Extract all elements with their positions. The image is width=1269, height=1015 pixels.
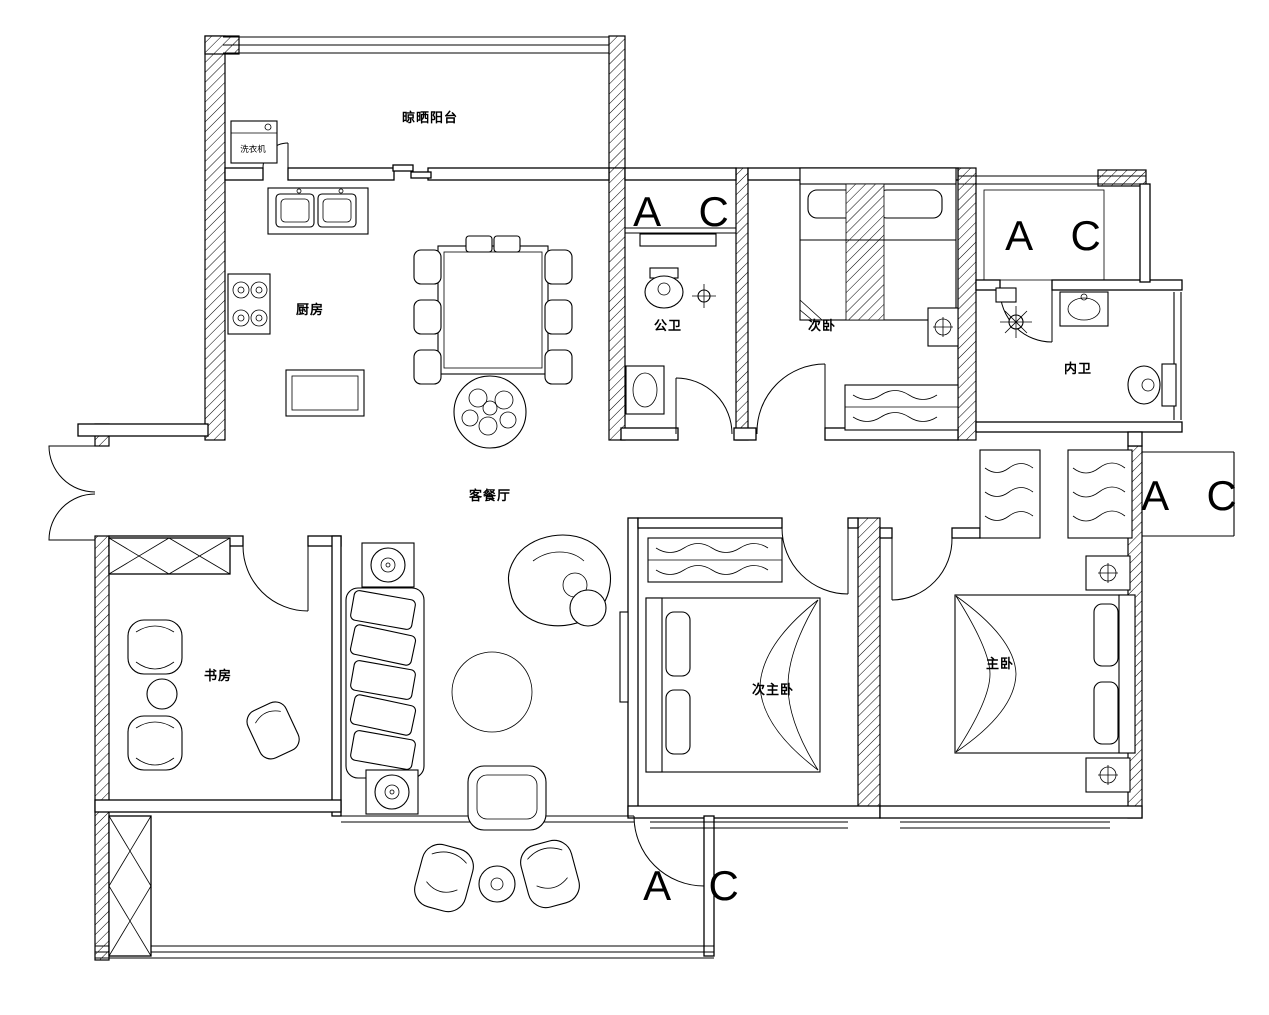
desk-chair [246, 701, 300, 760]
kitchen-furniture [227, 187, 369, 417]
wash-basin [625, 365, 665, 415]
toilet [644, 267, 684, 309]
sofa [345, 587, 425, 779]
balcony-sliding-door [392, 164, 432, 179]
ac-label-top-right: A C [1005, 212, 1115, 259]
dining-chairs [413, 249, 573, 385]
shower-box [995, 287, 1017, 303]
side-table-top [361, 542, 415, 588]
master-closets [979, 449, 1133, 539]
secondary-bedroom-furniture [799, 167, 959, 431]
living-furniture [345, 534, 629, 831]
bath-shelf [639, 233, 717, 247]
north-balcony-furniture [230, 120, 278, 164]
armchair-top [127, 619, 183, 675]
balcony-table [478, 865, 516, 903]
entry-double-door [48, 445, 96, 541]
plant [453, 375, 527, 449]
room-label-study: 书房 [204, 668, 232, 683]
room-label-kitchen: 厨房 [296, 302, 324, 317]
wash-basin [1059, 291, 1109, 327]
nightstand [927, 307, 959, 347]
room-label-public-bathroom: 公卫 [654, 318, 682, 333]
side-table-bottom [365, 769, 419, 815]
balcony-table-center [490, 877, 504, 891]
bed [645, 597, 821, 773]
room-label-master-bedroom: 主卧 [986, 656, 1014, 671]
ensuite-bath-fixtures [995, 287, 1177, 407]
chaise-chair [507, 534, 612, 627]
shower-symbol [1000, 306, 1032, 338]
doors [48, 142, 1053, 887]
kitchen-cabinet [285, 369, 365, 417]
ac-label-bottom: A C [643, 862, 753, 909]
secondary-bedroom-door [756, 363, 826, 435]
built-in-cabinets [108, 537, 231, 957]
south-balcony-door [633, 815, 705, 887]
second-master-door [781, 527, 849, 595]
public-bath-fixtures [625, 233, 717, 415]
room-label-second-master: 次主卧 [752, 682, 794, 697]
public-bath-door [675, 377, 733, 435]
bed [799, 167, 957, 321]
tv-cabinet [467, 765, 547, 831]
floor-drain-symbol [692, 284, 716, 308]
room-label-ensuite-bathroom: 内卫 [1064, 361, 1092, 376]
side-table [146, 678, 178, 710]
armchair-bottom [127, 715, 183, 771]
washing-machine [230, 120, 278, 164]
dining-table [437, 235, 549, 375]
room-label-secondary-bedroom: 次卧 [808, 318, 836, 333]
room-label-drying-balcony: 晾晒阳台 [402, 110, 458, 125]
kitchen-sink [267, 187, 369, 235]
nightstand-top [1085, 555, 1131, 591]
room-label-living-dining: 客餐厅 [469, 488, 511, 503]
tv-panel [619, 611, 629, 703]
master-bedroom-door [891, 537, 953, 601]
dining-furniture [413, 235, 573, 449]
ac-label-right: A C [1141, 472, 1251, 519]
kitchen-stove [227, 273, 271, 335]
toilet [1127, 363, 1177, 407]
ac-label-public-bath: A C [633, 188, 743, 235]
nightstand-bottom [1085, 757, 1131, 793]
wardrobe [844, 384, 959, 431]
round-rug [451, 651, 533, 733]
master-bedroom-furniture [954, 555, 1136, 793]
second-master-furniture [645, 537, 821, 773]
walls [77, 35, 1183, 961]
wardrobe [647, 537, 783, 583]
bed [954, 594, 1136, 754]
study-door [242, 545, 309, 612]
balcony-chair-right [520, 839, 580, 909]
labels: 晾晒阳台 洗衣机 厨房 公卫 次卧 内卫 客餐厅 书房 次主卧 主卧 A C A… [204, 110, 1251, 909]
room-label-washing-machine: 洗衣机 [240, 144, 266, 154]
south-balcony-furniture [414, 839, 580, 913]
study-furniture [127, 619, 300, 771]
balcony-chair-left [414, 843, 474, 913]
